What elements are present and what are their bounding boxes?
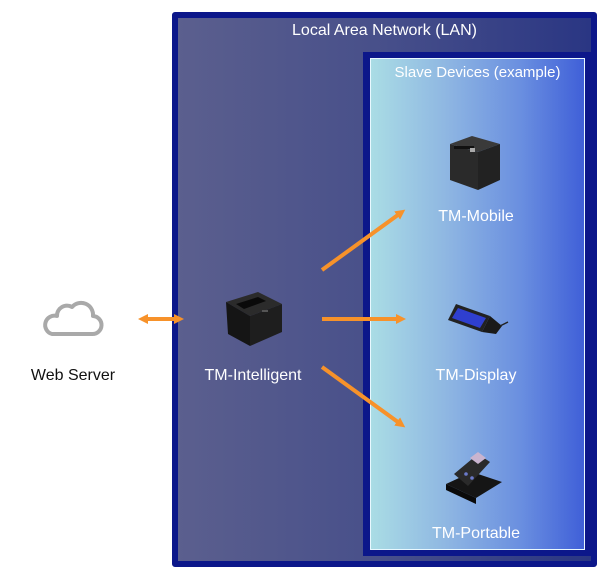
lan-title: Local Area Network (LAN) bbox=[292, 22, 477, 39]
tm-mobile-label: TM-Mobile bbox=[438, 208, 514, 225]
slave-devices-title: Slave Devices (example) bbox=[394, 64, 561, 81]
web-server-label: Web Server bbox=[30, 367, 116, 384]
portable-printer-icon bbox=[446, 452, 502, 504]
compact-printer-icon bbox=[450, 136, 500, 190]
customer-display-icon bbox=[448, 304, 509, 334]
tm-display-label: TM-Display bbox=[435, 367, 517, 384]
arrow-to-tm-portable bbox=[320, 365, 406, 428]
receipt-printer-icon bbox=[226, 292, 282, 346]
cloud-icon bbox=[43, 300, 104, 336]
tm-intelligent-label: TM-Intelligent bbox=[204, 367, 302, 384]
tm-portable-label: TM-Portable bbox=[431, 525, 521, 542]
arrow-to-tm-mobile bbox=[320, 209, 406, 272]
